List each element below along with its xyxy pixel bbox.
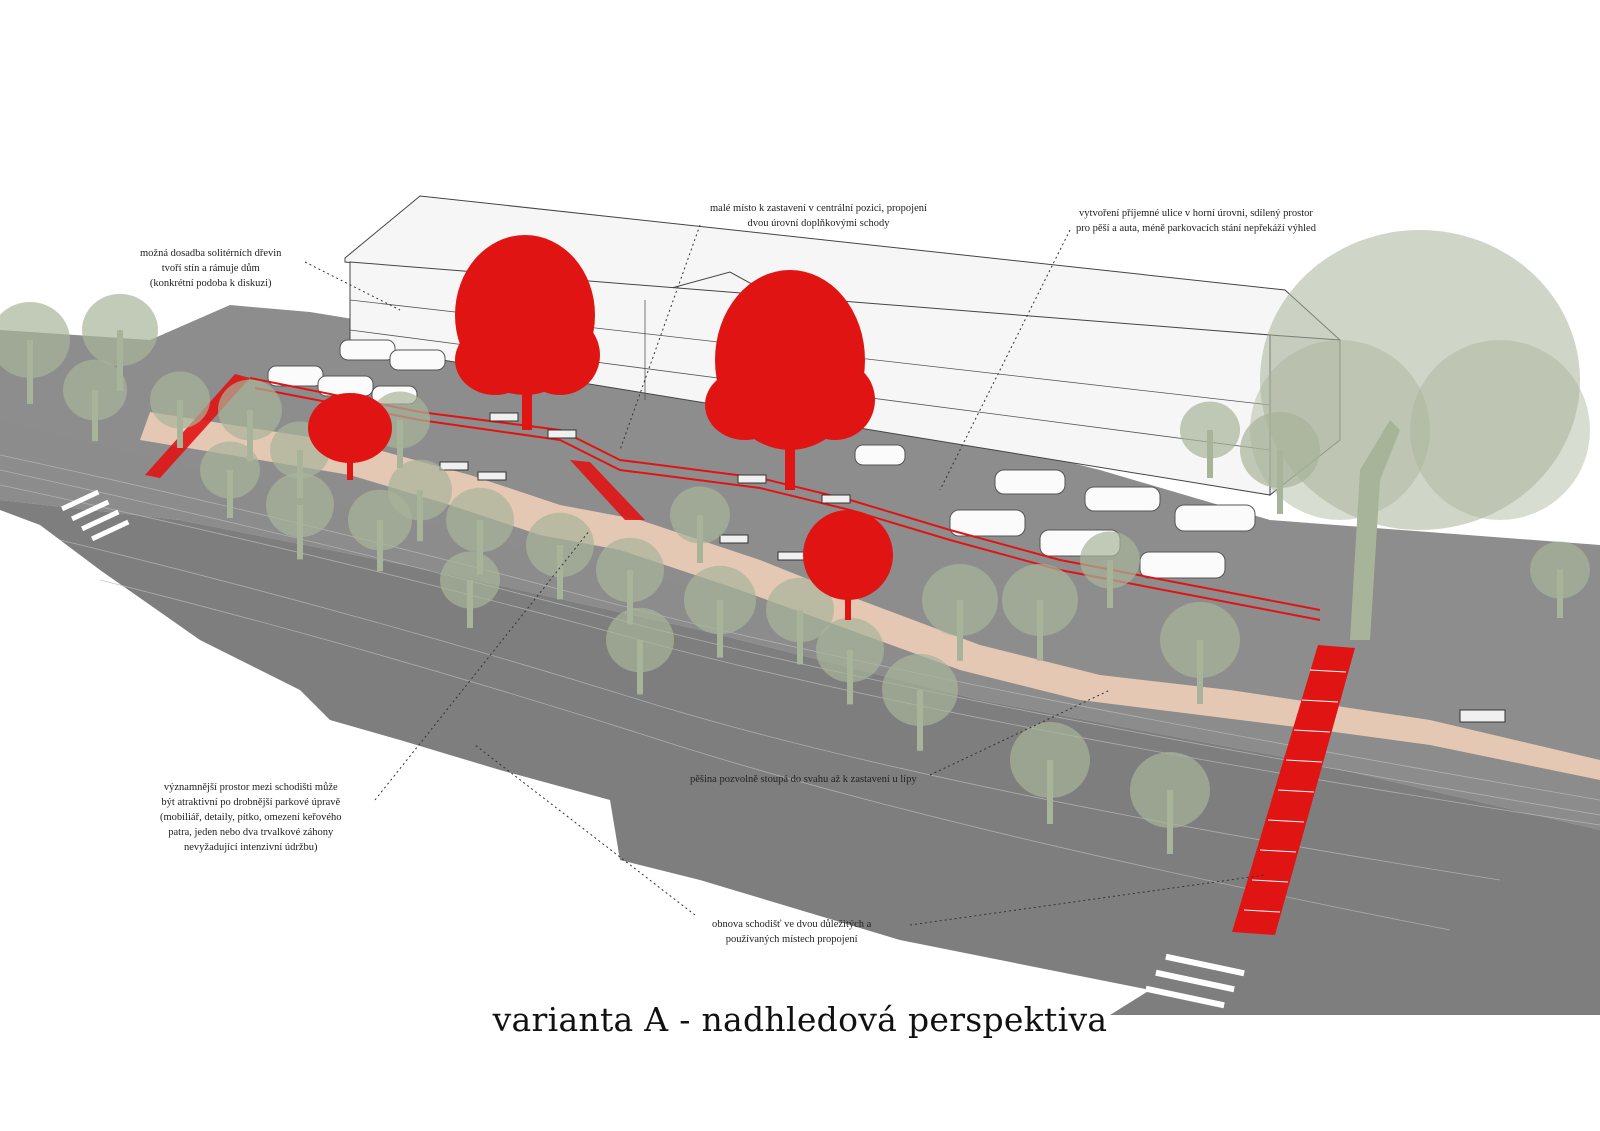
car [1139, 551, 1226, 579]
annotation-line: být atraktivní po drobnější parkové úpra… [161, 797, 341, 808]
car [1084, 486, 1161, 512]
green-tree [766, 577, 834, 665]
car [1174, 504, 1256, 532]
green-tree [1010, 722, 1090, 824]
annotation-line: (mobiliář, detaily, pítko, omezení keřov… [160, 812, 342, 823]
bench [477, 471, 507, 481]
red-tree [705, 270, 875, 490]
car [854, 444, 906, 466]
bench [821, 494, 851, 504]
green-tree [1130, 752, 1210, 854]
crosswalk-left [61, 489, 130, 542]
page-title: varianta A - nadhledová perspektiva [492, 1000, 1108, 1039]
crosswalk-right [1145, 953, 1245, 1009]
annotation-line: významnější prostor mezi schodišti může [163, 782, 338, 793]
green-tree [670, 486, 730, 563]
parked-cars [267, 339, 1256, 579]
red-tree [455, 235, 600, 430]
annotation-line: obnova schodišť ve dvou důležitých a [712, 919, 872, 930]
annotation-path: pěšina pozvolně stoupá do svahu až k zas… [690, 772, 917, 787]
car [389, 349, 446, 371]
annotation-line: tvoří stín a rámuje dům [161, 263, 260, 274]
leader-street [939, 229, 1071, 491]
leader-path [929, 689, 1111, 776]
green-tree [446, 487, 514, 575]
bench [1459, 709, 1506, 723]
annotation-park-space: významnější prostor mezi schodišti může … [160, 780, 342, 855]
green-tree [440, 551, 500, 628]
leader-lines [304, 224, 1266, 926]
green-tree [82, 293, 158, 391]
car [949, 509, 1026, 537]
car [994, 469, 1066, 495]
annotation-stairs: obnova schodišť ve dvou důležitých a pou… [712, 917, 871, 947]
annotation-line: malé místo k zastavení v centrální pozic… [710, 203, 927, 214]
red-tree [308, 393, 392, 480]
green-tree [218, 379, 282, 462]
annotation-trees: možná dosadba solitérních dřevin tvoří s… [140, 246, 281, 291]
stairs-center [570, 460, 645, 520]
green-tree [266, 472, 334, 560]
green-tree [596, 537, 664, 625]
green-tree [1160, 602, 1240, 704]
annotation-line: možná dosadba solitérních dřevin [140, 248, 282, 259]
green-trees [0, 293, 1590, 854]
annotation-line: používaných místech propojení [725, 934, 858, 945]
annotation-street: vytvoření příjemné ulice v horní úrovni,… [1076, 206, 1316, 236]
green-tree [922, 563, 998, 661]
green-tree [1180, 401, 1240, 478]
green-tree [150, 371, 210, 448]
annotation-line: pro pěší a auta, méně parkovacích stání … [1076, 223, 1316, 234]
green-tree [0, 302, 70, 404]
annotation-line: pěšina pozvolně stoupá do svahu až k zas… [690, 774, 917, 785]
bench [777, 551, 807, 561]
bench [737, 474, 767, 484]
green-tree [200, 441, 260, 518]
green-tree [882, 653, 958, 751]
stairs-right [1232, 645, 1355, 935]
green-tree [684, 565, 756, 658]
bench [719, 534, 749, 544]
green-tree [1002, 563, 1078, 661]
annotation-line: patra, jeden nebo dva trvalkové záhony [168, 827, 334, 838]
annotation-stop-place: malé místo k zastavení v centrální pozic… [710, 201, 927, 231]
green-tree [1530, 541, 1590, 618]
annotation-line: vytvoření příjemné ulice v horní úrovni,… [1079, 208, 1313, 219]
bench [489, 412, 519, 422]
green-tree [606, 607, 674, 695]
red-trees [308, 235, 893, 620]
large-lime-tree [1250, 230, 1590, 640]
annotation-line: dvou úrovní doplňkovými schody [747, 218, 890, 229]
benches [439, 412, 1506, 723]
green-tree [816, 617, 884, 705]
green-tree [526, 512, 594, 600]
leader-stairs-a [474, 744, 696, 916]
bench [439, 461, 469, 471]
car [267, 365, 324, 387]
annotation-line: (konkrétní podoba k diskuzi) [149, 278, 272, 289]
annotation-line: nevyžadující intenzivní údržbu) [184, 842, 318, 853]
bench [547, 429, 577, 439]
green-tree [1080, 531, 1140, 608]
green-tree [348, 489, 412, 572]
green-tree [63, 359, 127, 442]
car [339, 339, 396, 361]
red-tree [803, 510, 893, 620]
